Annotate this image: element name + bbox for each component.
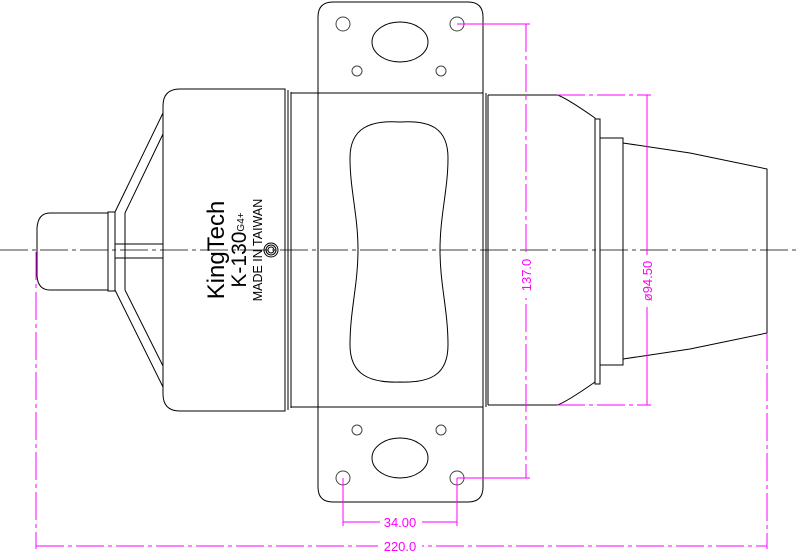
plate-cutout <box>371 21 429 63</box>
dim-overall-length: 220.0 <box>35 252 768 551</box>
dim-exhaust-diameter: ø94.50 <box>557 94 655 406</box>
shaft <box>114 243 164 259</box>
engine-label: KingTech K-130G4+ MADE IN TAIWAN <box>203 199 279 302</box>
dim-hole-spacing: 34.00 <box>342 478 458 530</box>
origin-label: MADE IN TAIWAN <box>251 199 265 302</box>
brand-label: KingTech <box>203 201 230 300</box>
dim-94-50: ø94.50 <box>640 261 655 301</box>
dim-mount-height: 137.0 <box>457 23 534 479</box>
mount-hole <box>435 65 447 77</box>
intake-struts <box>114 112 164 388</box>
compressor-housing <box>162 88 286 412</box>
band-slot <box>349 121 449 383</box>
mount-hole <box>335 16 351 32</box>
plate-cutout <box>371 437 429 479</box>
dim-137: 137.0 <box>519 259 534 292</box>
model-label: K-130G4+ <box>228 212 251 287</box>
nose-cap <box>36 212 109 291</box>
rear-flange <box>594 118 601 385</box>
mount-hole <box>351 65 363 77</box>
dim-220: 220.0 <box>384 539 417 551</box>
mount-hole <box>435 424 447 436</box>
dim-34: 34.00 <box>384 515 417 530</box>
nose-ring <box>107 211 116 292</box>
mount-holes <box>335 16 465 486</box>
mount-hole <box>351 424 363 436</box>
screw-icon <box>263 242 279 258</box>
exhaust-ring <box>599 137 624 366</box>
mount-plate-top <box>317 1 484 93</box>
mount-plate-bottom <box>317 407 484 503</box>
mount-band <box>317 92 484 408</box>
exhaust-nozzle <box>622 142 768 360</box>
